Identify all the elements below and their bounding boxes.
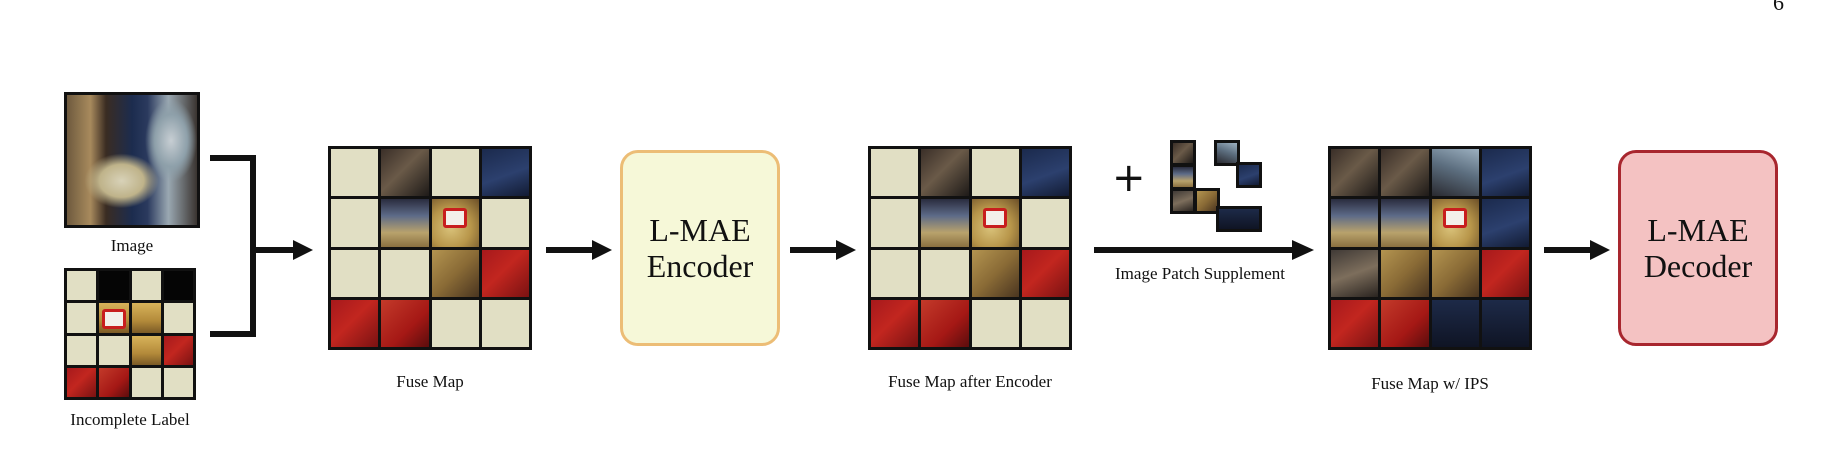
- masked-patch: [971, 149, 1019, 197]
- label-patch: [331, 299, 379, 347]
- masked-patch: [1021, 299, 1069, 347]
- label-patch-masked: [163, 367, 193, 397]
- image-patch: [1431, 149, 1479, 197]
- masked-patch: [381, 249, 429, 297]
- supplement-patch: [1216, 206, 1262, 232]
- image-patch: [921, 149, 969, 197]
- label-patch-masked: [99, 335, 129, 365]
- page-number: 6: [1773, 0, 1784, 15]
- supplement-patch: [1170, 188, 1196, 214]
- label-patch: [921, 299, 969, 347]
- fuse-map-caption: Fuse Map: [396, 372, 464, 391]
- label-patch: [131, 335, 161, 365]
- image-patch: [431, 199, 479, 247]
- image-patch: [1381, 249, 1429, 297]
- incomplete-label-caption: Incomplete Label: [70, 410, 190, 429]
- image-patch: [1431, 199, 1479, 247]
- decoder-title: L-MAE: [1647, 212, 1749, 248]
- supplement-patch: [1214, 140, 1240, 166]
- image-patch: [1481, 299, 1529, 347]
- label-patch: [99, 303, 129, 333]
- plus-symbol: +: [1112, 155, 1146, 201]
- label-patch: [67, 367, 97, 397]
- l-mae-encoder: L-MAE Encoder: [620, 150, 780, 346]
- label-patch: [1481, 249, 1529, 297]
- supplement-patch: [1170, 164, 1196, 190]
- label-patch: [871, 299, 919, 347]
- l-mae-decoder: L-MAE Decoder: [1618, 150, 1778, 346]
- label-patch-masked: [67, 303, 97, 333]
- image-patch: [1481, 199, 1529, 247]
- image-patch: [1331, 249, 1379, 297]
- arrow-to-decoder: [1544, 240, 1610, 260]
- masked-patch: [871, 249, 919, 297]
- masked-patch: [971, 299, 1019, 347]
- chair-label-mark: [1443, 207, 1468, 228]
- image-patch: [1331, 149, 1379, 197]
- image-patch: [971, 199, 1019, 247]
- fuse-map-ips-caption: Fuse Map w/ IPS: [1371, 374, 1489, 393]
- label-patch-masked: [67, 335, 97, 365]
- encoder-subtitle: Encoder: [646, 248, 754, 284]
- encoder-title: L-MAE: [649, 212, 751, 248]
- image-patch: [1331, 199, 1379, 247]
- image-patch: [1021, 149, 1069, 197]
- fuse-map-after-encoder-caption: Fuse Map after Encoder: [888, 372, 1052, 391]
- chair-label-mark: [443, 207, 468, 228]
- masked-patch: [1021, 199, 1069, 247]
- fuse-map-ips-grid: [1328, 146, 1532, 350]
- image-patch: [1431, 249, 1479, 297]
- masked-patch: [871, 199, 919, 247]
- masked-patch: [331, 149, 379, 197]
- masked-patch: [481, 299, 529, 347]
- input-image: [64, 92, 200, 228]
- chair-label-mark: [983, 207, 1008, 228]
- supplement-patch: [1236, 162, 1262, 188]
- masked-patch: [871, 149, 919, 197]
- label-patch-masked: [131, 271, 161, 301]
- image-caption: Image: [110, 236, 154, 255]
- image-patch: [381, 149, 429, 197]
- label-patch-masked: [131, 367, 161, 397]
- image-patch: [1381, 149, 1429, 197]
- image-patch: [921, 199, 969, 247]
- label-patch: [99, 367, 129, 397]
- label-patch-masked: [67, 271, 97, 301]
- label-patch-masked: [163, 303, 193, 333]
- label-patch: [381, 299, 429, 347]
- label-patch: [1381, 299, 1429, 347]
- chair-label-mark: [101, 308, 126, 329]
- image-patch: [481, 149, 529, 197]
- ips-arrow: [1094, 240, 1314, 260]
- arrow-to-encoder: [546, 240, 612, 260]
- label-patch: [163, 271, 193, 301]
- label-patch: [163, 335, 193, 365]
- label-patch: [1331, 299, 1379, 347]
- fuse-map-after-encoder-grid: [868, 146, 1072, 350]
- masked-patch: [331, 199, 379, 247]
- image-patch: [1481, 149, 1529, 197]
- image-patch: [1431, 299, 1479, 347]
- masked-patch: [431, 299, 479, 347]
- label-patch: [481, 249, 529, 297]
- image-patch-supplement-caption: Image Patch Supplement: [1115, 264, 1285, 283]
- fuse-map-grid: [328, 146, 532, 350]
- arrow-from-encoder: [790, 240, 856, 260]
- label-patch: [131, 303, 161, 333]
- incomplete-label-grid: [64, 268, 196, 400]
- supplement-patch: [1194, 188, 1220, 214]
- merge-bracket-arrow: [210, 155, 313, 337]
- image-patch: [971, 249, 1019, 297]
- masked-patch: [921, 249, 969, 297]
- image-patch: [1381, 199, 1429, 247]
- image-patch: [431, 249, 479, 297]
- decoder-subtitle: Decoder: [1643, 248, 1753, 284]
- masked-patch: [431, 149, 479, 197]
- image-patch: [381, 199, 429, 247]
- masked-patch: [481, 199, 529, 247]
- supplement-patch: [1170, 140, 1196, 166]
- label-patch: [99, 271, 129, 301]
- label-patch: [1021, 249, 1069, 297]
- masked-patch: [331, 249, 379, 297]
